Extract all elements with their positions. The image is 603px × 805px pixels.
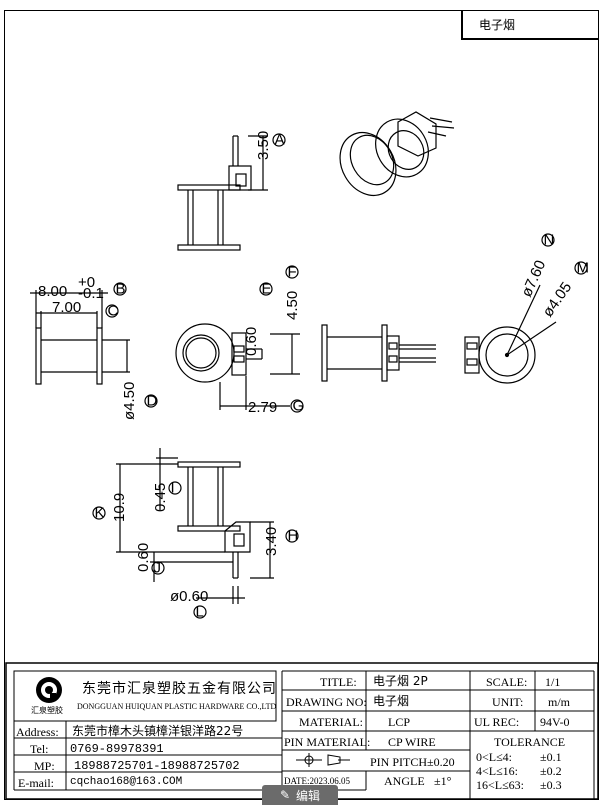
company-logo bbox=[36, 677, 62, 703]
right-side-view bbox=[321, 324, 436, 382]
corner-label: 电子烟 bbox=[461, 10, 599, 40]
mp-value: 18988725701-18988725702 bbox=[74, 759, 240, 773]
address-value: 东莞市樟木头镇樟洋银洋路22号 bbox=[72, 724, 244, 738]
angle-label: ANGLE bbox=[384, 774, 425, 788]
dim-8-00-tol-lower: -0.1 bbox=[78, 285, 104, 302]
top-front-view bbox=[177, 135, 268, 251]
dim-dia-7-60: ø7.60 bbox=[518, 258, 549, 300]
drawing-no-value: 电子烟 bbox=[373, 694, 410, 708]
dim-8-00: 8.00 bbox=[38, 283, 67, 300]
dim-dia-4-05: ø4.05 bbox=[539, 279, 575, 320]
scale-value: 1/1 bbox=[545, 675, 561, 689]
marker-b: B bbox=[116, 281, 126, 298]
edit-button[interactable]: ✎ 编辑 bbox=[262, 785, 338, 805]
marker-l: L bbox=[196, 604, 204, 621]
top-view bbox=[175, 323, 300, 410]
isometric-view bbox=[339, 111, 455, 196]
material-label: MATERIAL: bbox=[299, 715, 363, 729]
marker-n: N bbox=[544, 232, 555, 249]
dim-10-9: 10.9 bbox=[111, 493, 128, 522]
email-label: E-mail: bbox=[18, 776, 54, 790]
unit-label: UNIT: bbox=[492, 695, 524, 709]
tol-value-2: ±0.2 bbox=[540, 764, 562, 778]
tol-range-2: 4<L≤16: bbox=[476, 764, 519, 778]
angle-value: ±1° bbox=[434, 774, 452, 788]
tol-range-3: 16<L≤63: bbox=[476, 778, 525, 792]
dim-2-79: 2.79 bbox=[248, 399, 277, 416]
marker-c: C bbox=[108, 303, 119, 320]
email-value: cqchao168@163.COM bbox=[70, 776, 183, 788]
material-value: LCP bbox=[388, 715, 411, 729]
tol-value-3: ±0.3 bbox=[540, 778, 562, 792]
mp-label: MP: bbox=[34, 759, 55, 773]
dim-0-60-top: 0.60 bbox=[243, 327, 260, 356]
end-view bbox=[464, 284, 557, 384]
title-value: 电子烟 2P bbox=[373, 674, 428, 688]
pencil-icon: ✎ bbox=[279, 788, 291, 802]
tel-label: Tel: bbox=[30, 742, 49, 756]
marker-e: E bbox=[262, 281, 272, 298]
marker-j: J bbox=[154, 560, 162, 577]
marker-a: A bbox=[275, 132, 285, 149]
pin-material-value: CP WIRE bbox=[388, 735, 436, 749]
marker-g: G bbox=[293, 398, 305, 415]
company-name-cn: 东莞市汇泉塑胶五金有限公司 bbox=[82, 681, 277, 697]
dim-3-50: 3.50 bbox=[255, 131, 272, 160]
dim-dia-4-50: ø4.50 bbox=[121, 382, 138, 420]
unit-value: m/m bbox=[548, 695, 571, 709]
ul-rec-value: 94V-0 bbox=[540, 715, 570, 729]
marker-f: F bbox=[288, 264, 297, 281]
dim-8-00-tol-upper: +0 bbox=[78, 274, 95, 291]
tolerance-label: TOLERANCE bbox=[494, 735, 566, 749]
pin-material-label: PIN MATERIAL: bbox=[284, 735, 371, 749]
address-label: Address: bbox=[16, 725, 59, 739]
dim-0-45: 0.45 bbox=[152, 483, 169, 512]
title-label: TITLE: bbox=[320, 675, 357, 689]
scale-label: SCALE: bbox=[486, 675, 528, 689]
marker-d: D bbox=[147, 393, 158, 410]
bottom-front-view bbox=[116, 448, 274, 604]
dim-3-40: 3.40 bbox=[263, 527, 280, 556]
tol-value-1: ±0.1 bbox=[540, 750, 562, 764]
dim-0-60-bottom: 0.60 bbox=[135, 543, 152, 572]
marker-h: H bbox=[288, 528, 299, 545]
company-name-en: DONGGUAN HUIQUAN PLASTIC HARDWARE CO.,LT… bbox=[77, 702, 277, 711]
dim-4-50: 4.50 bbox=[284, 291, 301, 320]
ul-rec-label: UL REC: bbox=[474, 715, 520, 729]
dim-7-00: 7.00 bbox=[52, 299, 81, 316]
title-block-grid bbox=[5, 662, 599, 800]
logo-text: 汇泉塑胶 bbox=[31, 706, 63, 715]
date-value: DATE:2023.06.05 bbox=[284, 776, 350, 786]
drawing-no-label: DRAWING NO: bbox=[286, 695, 367, 709]
dim-dia-0-60: ø0.60 bbox=[170, 588, 208, 605]
marker-k: K bbox=[95, 505, 105, 522]
tol-range-1: 0<L≤4: bbox=[476, 750, 513, 764]
edit-button-label: 编辑 bbox=[296, 788, 321, 803]
marker-i: I bbox=[171, 480, 175, 497]
pin-pitch: PIN PITCH±0.20 bbox=[370, 755, 455, 769]
marker-m: M bbox=[577, 260, 590, 277]
left-side-view bbox=[30, 290, 130, 385]
tel-value: 0769-89978391 bbox=[70, 742, 164, 756]
